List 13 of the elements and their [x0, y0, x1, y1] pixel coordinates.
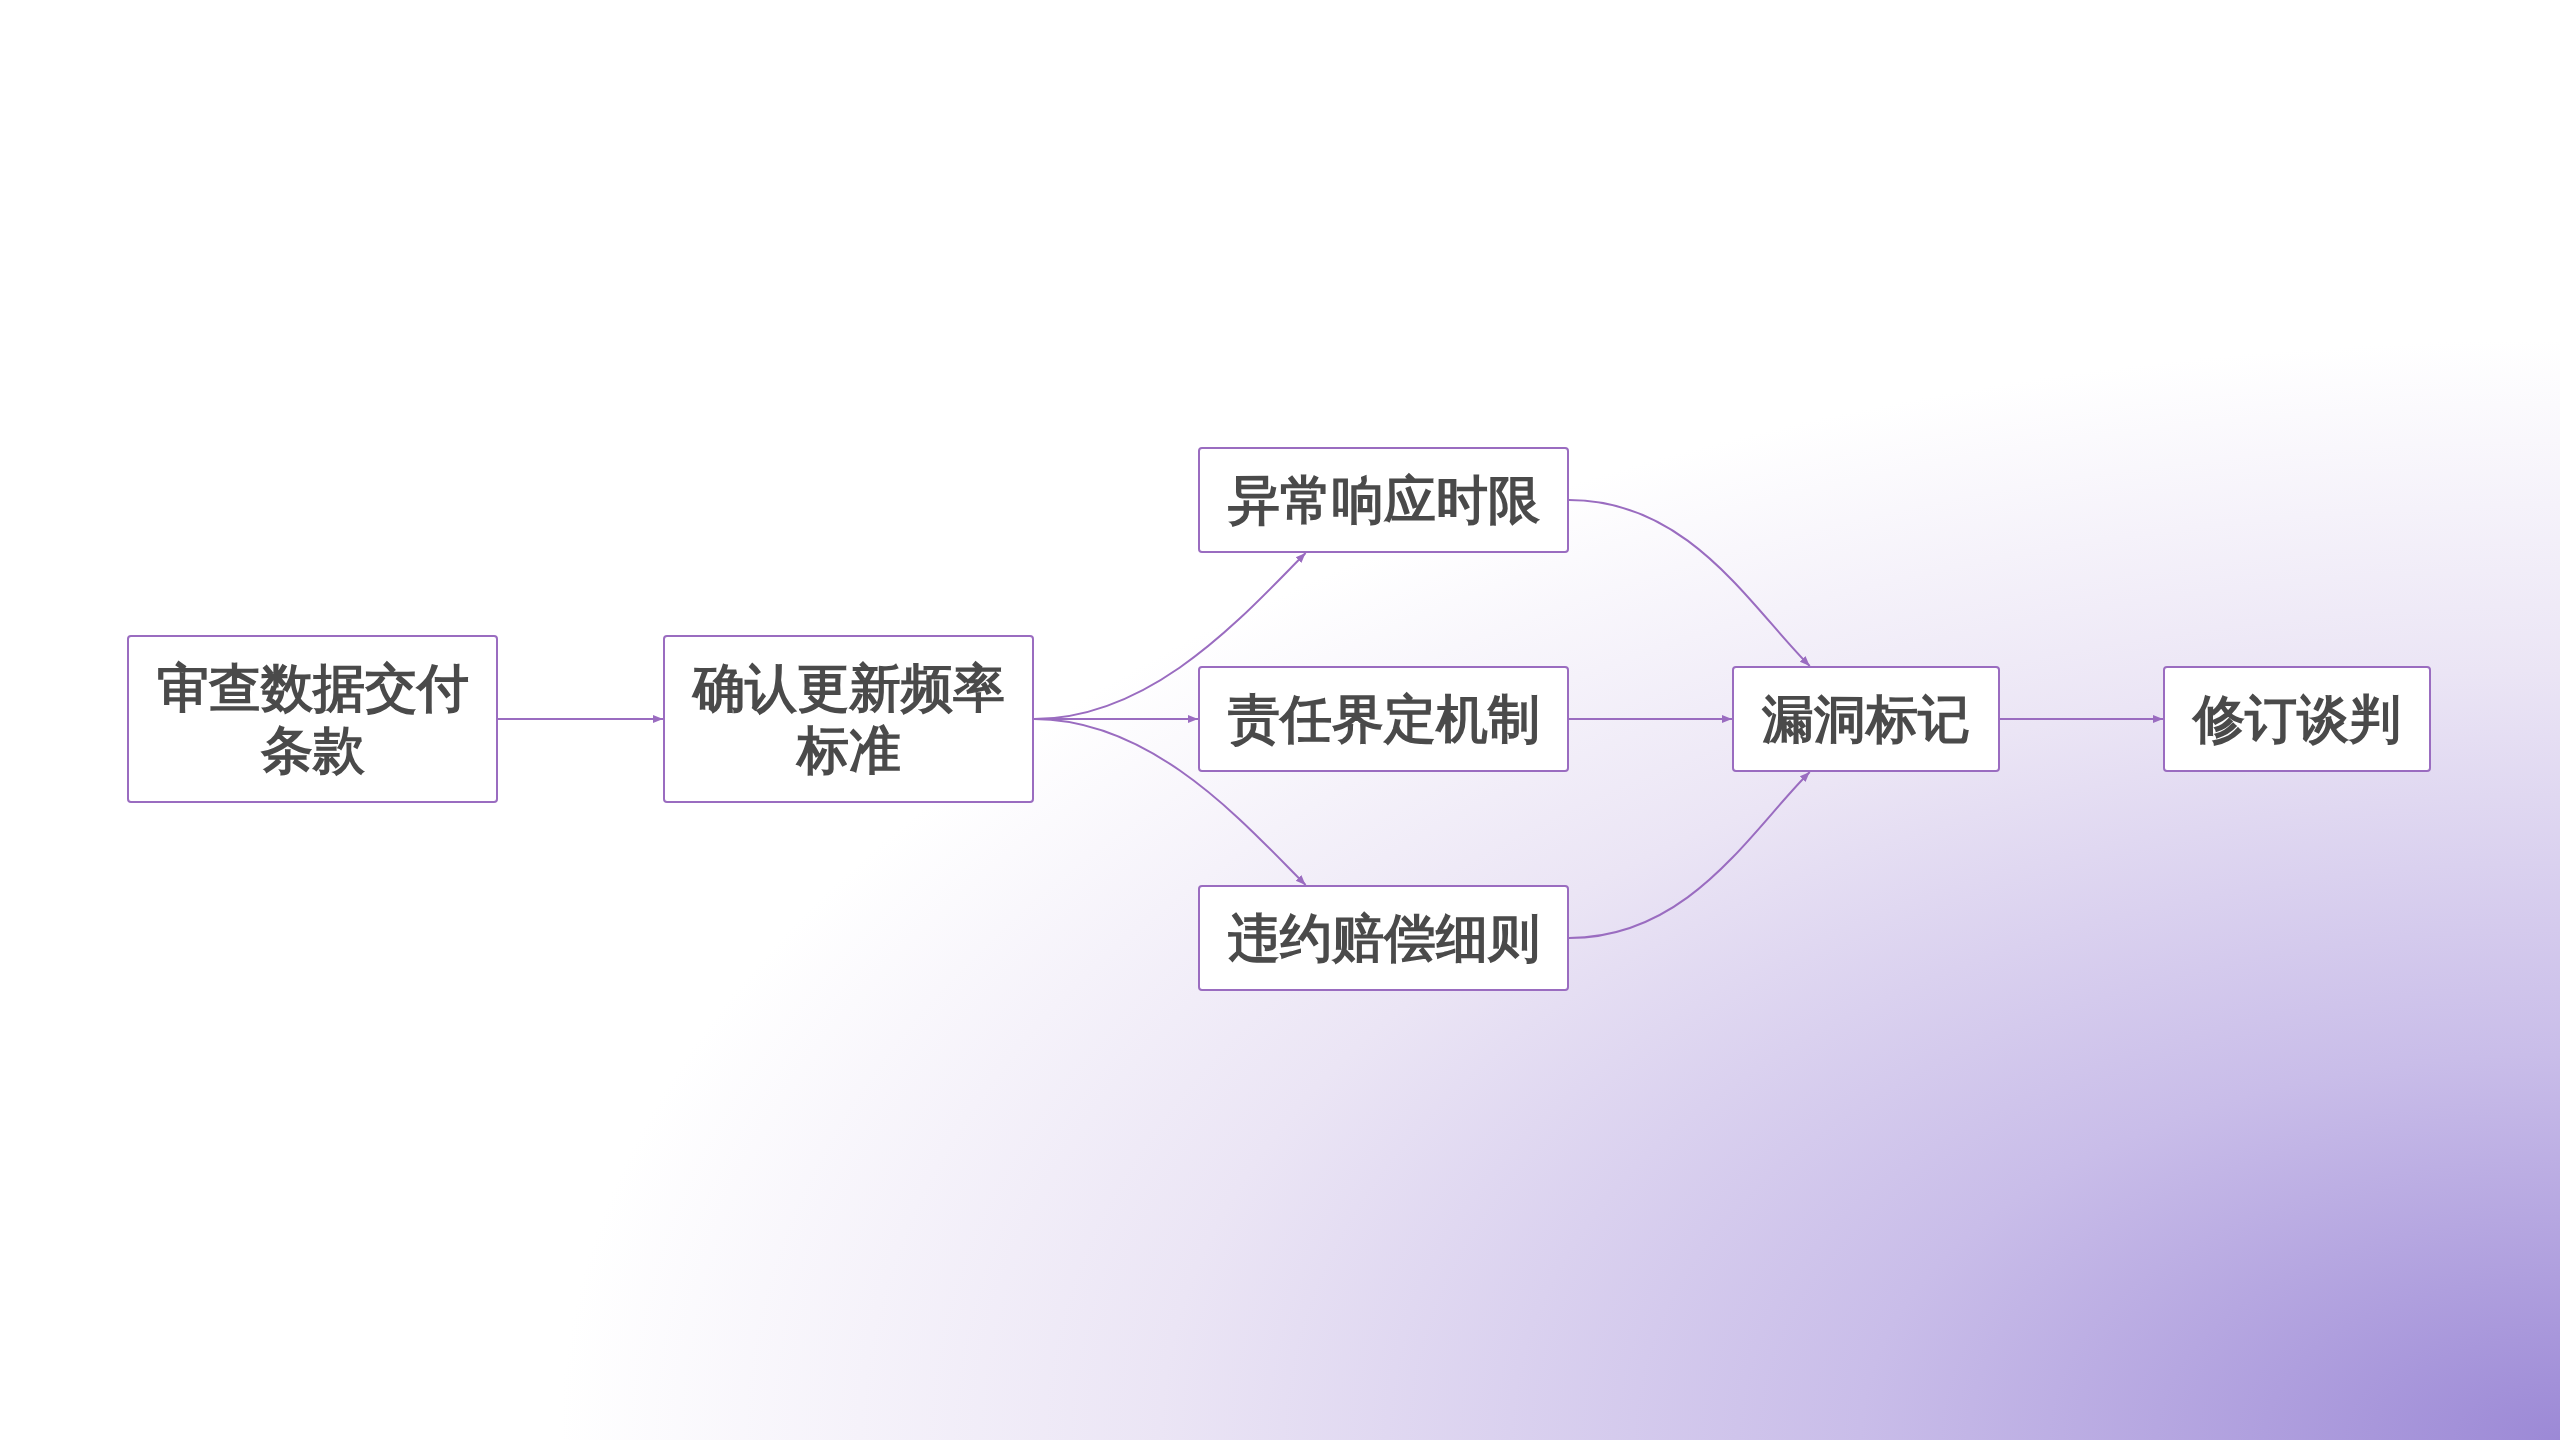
arrow: [1568, 499, 1811, 667]
process-box: 异常响应时限: [1198, 447, 1569, 553]
arrow: [497, 715, 664, 723]
arrow: [1033, 718, 1307, 886]
process-box: 审查数据交付条款: [127, 635, 498, 803]
arrow: [1568, 715, 1733, 723]
process-box: 确认更新频率标准: [663, 635, 1034, 803]
process-box: 责任界定机制: [1198, 666, 1569, 772]
process-box: 违约赔偿细则: [1198, 885, 1569, 991]
process-box: 漏洞标记: [1732, 666, 2000, 772]
arrow: [1568, 771, 1811, 939]
process-box: 修订谈判: [2163, 666, 2431, 772]
arrow: [1999, 715, 2164, 723]
